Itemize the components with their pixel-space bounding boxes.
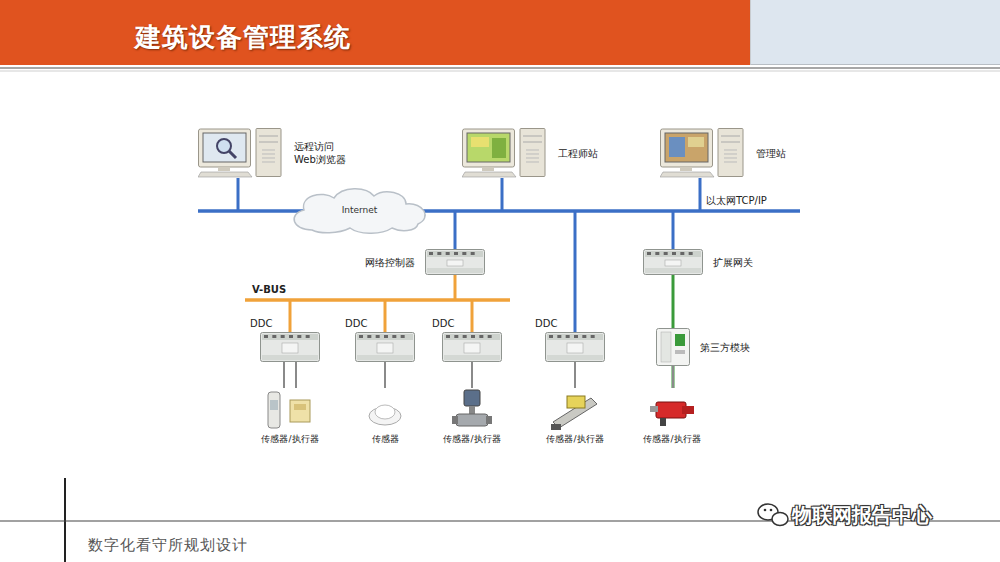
device-icon (260, 388, 320, 432)
node-label: 传感器/执行器 (261, 434, 318, 445)
field-device: 传感器/执行器 (545, 388, 605, 445)
device-icon (545, 388, 605, 432)
workstation: 工程师站 (462, 128, 598, 178)
device-icon (442, 332, 502, 362)
connector-wire (471, 362, 473, 388)
node-label: Internet (342, 205, 378, 216)
connector-wire (384, 362, 386, 388)
device-icon (198, 128, 284, 178)
node-label: DDC (345, 318, 367, 330)
connector-wire (672, 366, 674, 388)
node-label: DDC (250, 318, 272, 330)
node-label: 网络控制器 (365, 256, 415, 269)
node-label: 扩展网关 (713, 256, 753, 269)
device-icon (260, 332, 320, 362)
node-label: 工程师站 (558, 147, 598, 160)
header-bar (0, 0, 750, 65)
node-label: DDC (535, 318, 557, 330)
slide-title: 建筑设备管理系统 (135, 20, 351, 55)
controller-box: DDC (250, 318, 320, 362)
footer-text: 数字化看守所规划设计 (88, 536, 248, 555)
device-icon (462, 128, 548, 178)
field-device: 传感器/执行器 (442, 388, 502, 445)
device-icon (355, 388, 415, 432)
device-icon (660, 128, 746, 178)
device-icon (642, 388, 702, 432)
controller-box: 扩展网关 (643, 249, 753, 275)
node-label: DDC (432, 318, 454, 330)
workstation: 管理站 (660, 128, 786, 178)
bus-label: V-BUS (252, 284, 286, 295)
controller-box: 第三方模块 (656, 328, 750, 366)
internet-cloud: Internet (282, 184, 437, 236)
connector-wire (284, 362, 296, 388)
workstation: 远程访问 Web浏览器 (198, 128, 356, 178)
device-icon (656, 328, 690, 366)
controller-box: 网络控制器 (365, 249, 485, 275)
node-label: 传感器/执行器 (643, 434, 700, 445)
device-icon (545, 332, 605, 362)
node-label: 第三方模块 (700, 341, 750, 354)
controller-box: DDC (345, 318, 415, 362)
device-icon (442, 388, 502, 432)
device-icon (425, 249, 485, 275)
node-label: 远程访问 Web浏览器 (294, 140, 356, 166)
wechat-icon (758, 504, 788, 526)
device-icon (643, 249, 703, 275)
connector-wire (574, 362, 576, 388)
node-label: 管理站 (756, 147, 786, 160)
header-panel (750, 0, 1000, 65)
device-icon (355, 332, 415, 362)
watermark: 物联网报告中心 (792, 502, 932, 529)
controller-box: DDC (535, 318, 605, 362)
node-label: 传感器 (372, 434, 399, 445)
field-device: 传感器/执行器 (642, 388, 702, 445)
node-label: 传感器/执行器 (546, 434, 603, 445)
bus-label: 以太网TCP/IP (706, 194, 767, 208)
field-device: 传感器 (355, 388, 415, 445)
field-device: 传感器/执行器 (260, 388, 320, 445)
controller-box: DDC (432, 318, 502, 362)
node-label: 传感器/执行器 (443, 434, 500, 445)
